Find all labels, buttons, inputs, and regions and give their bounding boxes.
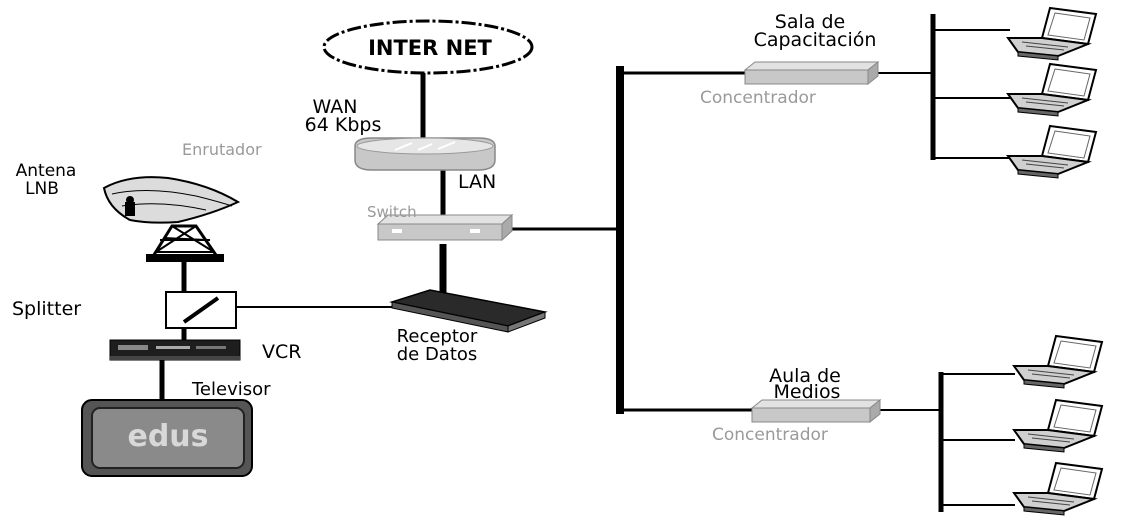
switch-label: Switch	[367, 203, 417, 221]
lan-label: LAN	[458, 171, 496, 193]
tv-screen-text: edus	[127, 419, 208, 454]
router-label: Enrutador	[182, 140, 262, 159]
laptop-icon-bottom-1	[1014, 336, 1102, 388]
antenna-label: Antena	[16, 161, 77, 181]
antenna-lnb-label: LNB	[25, 179, 59, 199]
training-room-label-2: Capacitación	[754, 29, 877, 51]
top-hub-icon	[745, 62, 878, 84]
vcr-label: VCR	[262, 341, 301, 363]
laptop-icon-top-2	[1008, 64, 1096, 116]
laptop-icon-top-3	[1008, 126, 1096, 178]
laptop-icon-top-1	[1008, 8, 1096, 60]
television-label: Televisor	[191, 379, 271, 400]
splitter-icon	[166, 292, 236, 328]
wan-speed-label: 64 Kbps	[305, 114, 382, 136]
bottom-hub-label: Concentrador	[712, 425, 828, 445]
laptop-icon-bottom-3	[1014, 463, 1102, 515]
satellite-dish-icon	[104, 177, 238, 262]
vcr-icon	[110, 340, 240, 360]
splitter-label: Splitter	[12, 298, 81, 320]
top-hub-label: Concentrador	[700, 88, 816, 108]
bottom-hub-icon	[752, 400, 880, 422]
internet-cloud: INTER NET	[324, 21, 532, 73]
television-icon: edus	[82, 400, 252, 476]
laptop-icon-bottom-2	[1014, 400, 1102, 452]
receiver-label-2: de Datos	[397, 344, 478, 365]
internet-label: INTER NET	[368, 36, 492, 60]
router-icon	[355, 138, 495, 170]
connection-lines	[162, 14, 1015, 512]
